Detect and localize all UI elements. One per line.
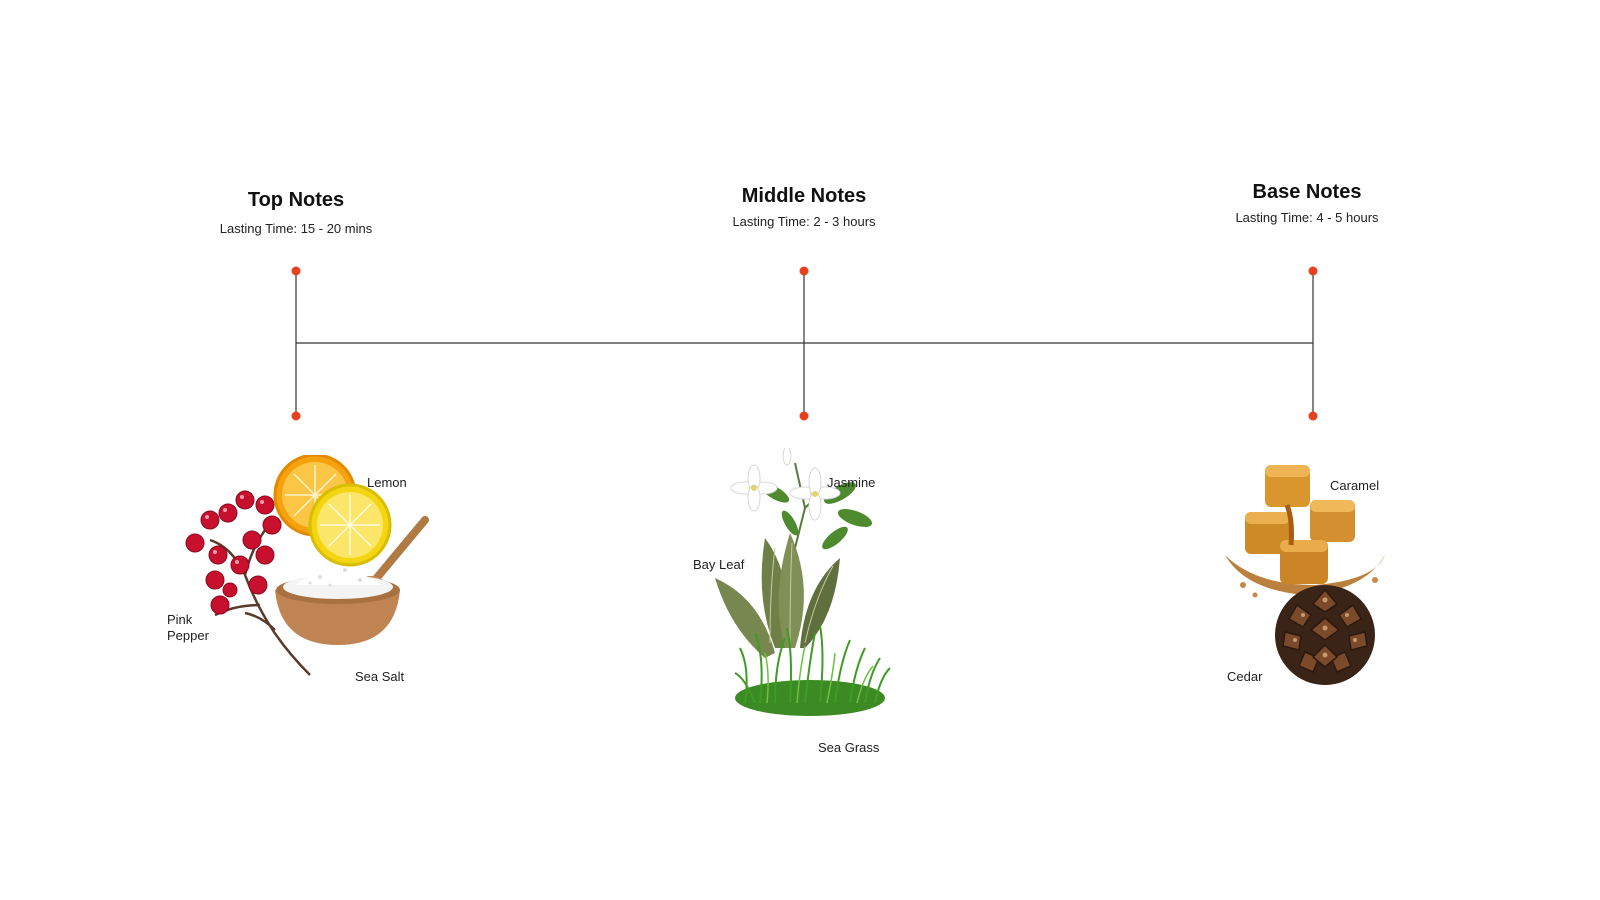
sea-grass-icon bbox=[734, 625, 891, 716]
top-notes-illustration bbox=[185, 455, 429, 676]
jasmine-icon bbox=[730, 448, 873, 550]
top-notes-lasting-time: Lasting Time: 15 - 20 mins bbox=[219, 221, 373, 236]
sea-grass-label: Sea Grass bbox=[818, 740, 880, 755]
timeline-dot-middle-lower bbox=[799, 411, 809, 421]
cedar-cone-icon bbox=[1275, 585, 1375, 685]
base-notes-illustration bbox=[1225, 465, 1385, 685]
lemon-icon bbox=[273, 455, 392, 567]
middle-notes-title: Middle Notes bbox=[741, 185, 867, 207]
lemon-label: Lemon bbox=[367, 475, 407, 490]
caramel-label: Caramel bbox=[1330, 478, 1380, 493]
middle-notes-illustration bbox=[715, 448, 891, 716]
timeline-dot-middle-upper bbox=[799, 266, 809, 276]
base-notes-lasting-time: Lasting Time: 4 - 5 hours bbox=[1235, 210, 1379, 225]
jasmine-label: Jasmine bbox=[827, 475, 876, 490]
bay-leaf-label: Bay Leaf bbox=[693, 557, 745, 572]
cedar-label: Cedar bbox=[1227, 669, 1263, 684]
caramel-icon bbox=[1225, 465, 1385, 598]
timeline-dot-top-lower bbox=[291, 411, 301, 421]
timeline-dot-base-upper bbox=[1308, 266, 1318, 276]
sea-salt-label: Sea Salt bbox=[355, 669, 405, 684]
top-notes-title: Top Notes bbox=[247, 189, 345, 211]
timeline-dot-base-lower bbox=[1308, 411, 1318, 421]
base-notes-title: Base Notes bbox=[1252, 181, 1362, 203]
bay-leaf-icon bbox=[715, 533, 840, 658]
pink-pepper-label: Pink Pepper bbox=[167, 612, 209, 643]
pink-pepper-icon bbox=[185, 490, 311, 676]
sea-salt-icon bbox=[275, 516, 429, 645]
middle-notes-lasting-time: Lasting Time: 2 - 3 hours bbox=[732, 214, 876, 229]
timeline-dot-top-upper bbox=[291, 266, 301, 276]
